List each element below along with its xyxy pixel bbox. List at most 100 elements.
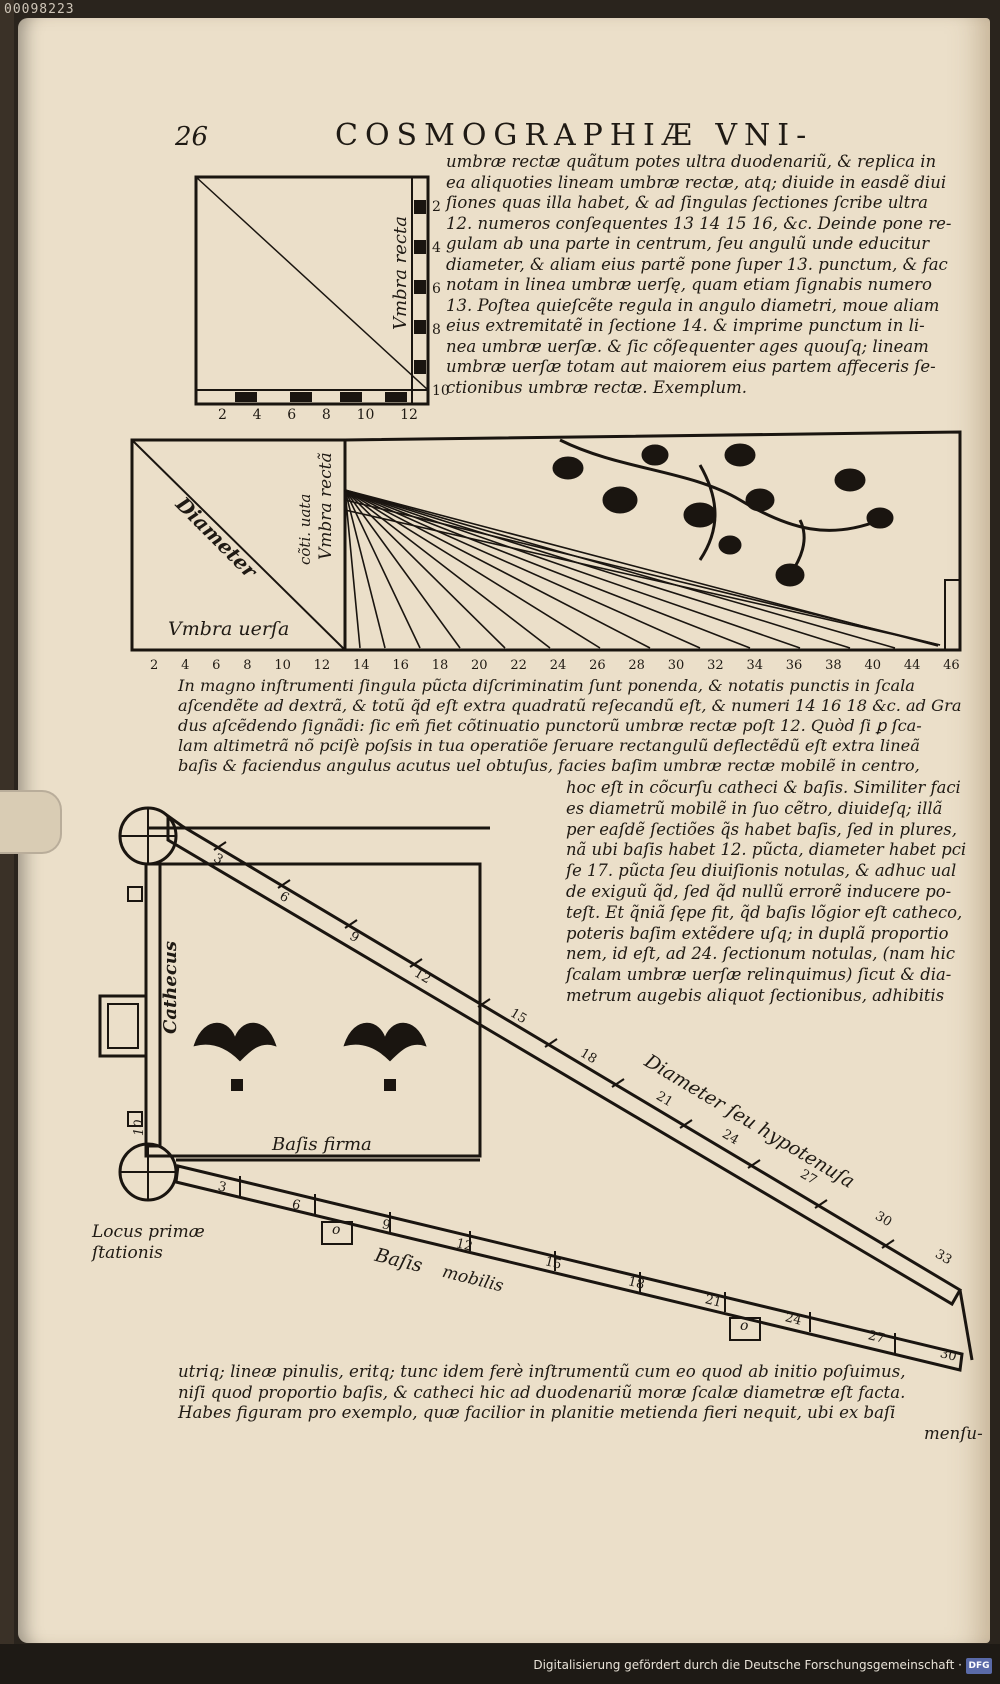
- text-block-2: In magno inſtrumenti ſingula pũcta diſcr…: [178, 676, 962, 776]
- fig2-num: 38: [825, 658, 842, 673]
- text-line: In magno inſtrumenti ſingula pũcta diſcr…: [178, 676, 915, 695]
- fig2-vine-ornament: [552, 438, 894, 587]
- fig1-num: 8: [321, 407, 331, 423]
- text-line: baſis & faciendus angulus acutus uel obt…: [178, 756, 920, 775]
- page-clip: [0, 790, 62, 854]
- fig1-num: 12: [400, 407, 418, 423]
- fig2-num: 16: [392, 658, 409, 673]
- running-head: 26 COSMOGRAPHIÆ VNI-: [175, 118, 895, 158]
- fig2-num: 28: [628, 658, 645, 673]
- fig2-num: 8: [243, 658, 252, 673]
- text-line: umbræ uerſæ totam aut maiorem eius parte…: [446, 357, 936, 376]
- fig1-num: 4: [252, 407, 262, 423]
- fig3-label-basis-firma: Baſis firma: [272, 1134, 372, 1155]
- text-line: umbræ rectæ quãtum potes ultra duodenari…: [446, 152, 937, 171]
- text-line: utriq; lineæ pinulis, eritq; tunc idem f…: [178, 1362, 906, 1381]
- text-line: ctionibus umbræ rectæ. Exemplum.: [446, 377, 748, 397]
- fig2-fan-lines: [344, 489, 941, 649]
- fig2-num: 10: [274, 658, 291, 673]
- fig3-pinule-mark: o: [740, 1318, 749, 1334]
- text-block-4: utriq; lineæ pinulis, eritq; tunc idem f…: [178, 1362, 983, 1444]
- fig2-num: 32: [707, 658, 724, 673]
- fig2-num: 12: [313, 658, 331, 673]
- fig2-label-continuata-2: cõti. uata: [296, 493, 314, 565]
- fig2-num: 44: [903, 658, 921, 673]
- fig1-label-umbra-recta: Vmbra recta: [390, 216, 411, 330]
- scan-id: 00098223: [4, 2, 75, 17]
- footer-credit: Digitalisierung gefördert durch die Deut…: [533, 1658, 962, 1672]
- text-line: ſcalam umbræ uerſæ relinquimus) ſicut & …: [566, 965, 952, 985]
- line-number: 4: [432, 239, 441, 256]
- fig1-bottom-numbers: 2 4 6 8 10 12: [218, 407, 418, 423]
- text-line: nã ubi baſis habet 12. pũcta, diameter h…: [566, 840, 967, 860]
- text-block-3: hoc eſt in cõcurſu catheci & baſis. Simi…: [566, 778, 966, 1007]
- fig1-num: 6: [287, 407, 297, 423]
- fig2-num: 40: [864, 658, 882, 673]
- line-number: 6: [432, 280, 441, 297]
- fig2-num: 26: [589, 658, 606, 673]
- fig3-label-locus-2: ſtationis: [92, 1243, 163, 1263]
- book-page: [18, 18, 990, 1643]
- folio-number: 26: [175, 122, 209, 152]
- fig2-num: 30: [667, 658, 685, 673]
- text-line: poteris baſim extẽdere uſq; in duplã pro…: [566, 923, 949, 943]
- fig3-base-ticks: [239, 1176, 896, 1353]
- text-line: gulam ab una parte in centrum, ſeu angul…: [446, 234, 930, 253]
- text-line: lam altimetrã nõ pciſè poſsis in tua ope…: [178, 736, 920, 755]
- running-title: COSMOGRAPHIÆ VNI-: [335, 118, 814, 153]
- text-line: metrum augebis aliquot ſectionibus, adhi…: [566, 985, 945, 1005]
- text-line: eius extremitatẽ in ſectione 14. & impri…: [446, 316, 925, 335]
- text-line: menſu-: [924, 1423, 983, 1443]
- line-number: 8: [432, 321, 441, 338]
- text-line: diameter, & aliam eius partẽ pone ſuper …: [446, 254, 948, 274]
- fig2-num: 46: [943, 658, 960, 673]
- fig2-num: 4: [181, 658, 190, 673]
- text-line: ſe 17. pũcta ſeu diuiſionis notulas, & a…: [566, 861, 957, 881]
- text-line: de exiguũ q̃d, ſed q̃d nullũ errorẽ indu…: [566, 881, 952, 901]
- fig3-instrument: [98, 806, 974, 1372]
- text-block-1: umbræ rectæ quãtum potes ultra duodenari…: [446, 152, 952, 398]
- text-line: ſiones quas illa habet, & ad ſingulas ſe…: [446, 193, 928, 212]
- text-line: niſi quod proportio baſis, & catheci hic…: [178, 1382, 906, 1402]
- text-line: teſt. Et q̃niã ſępe fit, q̃d baſis lõgio…: [566, 902, 963, 922]
- text-line: ea aliquoties lineam umbræ rectæ, atq; d…: [446, 172, 947, 192]
- text-line: 13. Poſtea quieſcẽte regula in angulo di…: [446, 295, 940, 315]
- fig3-hyp-ticks: [213, 841, 895, 1249]
- text-line: per eaſdẽ ſectiões q̃s habet baſis, ſed …: [566, 819, 957, 839]
- fig3-pinule-mark: o: [332, 1222, 341, 1238]
- line-number: 10: [432, 383, 450, 399]
- fig3-label-locus-1: Locus primæ: [92, 1222, 205, 1242]
- fig2-num: 6: [212, 658, 221, 673]
- fig1-square: [194, 175, 430, 406]
- fig2-num: 22: [510, 658, 527, 673]
- text-line: 12. numeros conſequentes 13 14 15 16, &c…: [446, 213, 952, 233]
- fig2-bottom-numbers: 2 4 6 8 10 12 14 16 18 20 22 24 26 28 30…: [150, 658, 960, 673]
- fig2-label-umbra-uersa: Vmbra uerſa: [168, 618, 290, 640]
- text-line: hoc eſt in cõcurſu catheci & baſis. Simi…: [566, 778, 961, 797]
- fig2-num: 18: [431, 658, 449, 673]
- fig2-num: 2: [150, 658, 159, 673]
- fig2-frame: [130, 430, 962, 652]
- text-line: es diametrũ mobilẽ in ſuo cẽtro, diuideſ…: [566, 798, 943, 818]
- line-number: 2: [432, 198, 441, 215]
- fig1-scale-ticks: [235, 200, 426, 402]
- fig3-cathecus-number: 10: [132, 1119, 147, 1136]
- text-line: notam in linea umbræ uerſę, quam etiam ſ…: [446, 275, 932, 294]
- fig1-num: 10: [356, 407, 375, 423]
- text-line: Habes figuram pro exemplo, quæ facilior …: [178, 1403, 896, 1422]
- fig2-num: 34: [746, 658, 763, 673]
- footer-bar: Digitalisierung gefördert durch die Deut…: [0, 1644, 1000, 1684]
- text-line: nem, id eſt, ad 24. ſectionum notulas, (…: [566, 944, 956, 964]
- fig2-num: 36: [785, 658, 803, 673]
- fig2-num: 20: [471, 658, 488, 673]
- fig2-num: 24: [549, 658, 567, 673]
- fig3-label-cathecus: Cathecus: [160, 940, 181, 1034]
- fig2-label-continuata-1: Vmbra rectã: [316, 452, 336, 560]
- text-line: aſcendẽte ad dextrã, & totũ q̃d eſt extr…: [178, 696, 962, 715]
- fig3-fleur-ornaments: [193, 1022, 427, 1091]
- text1-line-numbers: 2 4 6 8 10: [432, 176, 450, 402]
- text-line: nea umbræ uerſæ. & ſic cõſequenter ages …: [446, 336, 929, 356]
- fig2-num: 14: [353, 658, 370, 673]
- fig1-num: 2: [218, 407, 227, 423]
